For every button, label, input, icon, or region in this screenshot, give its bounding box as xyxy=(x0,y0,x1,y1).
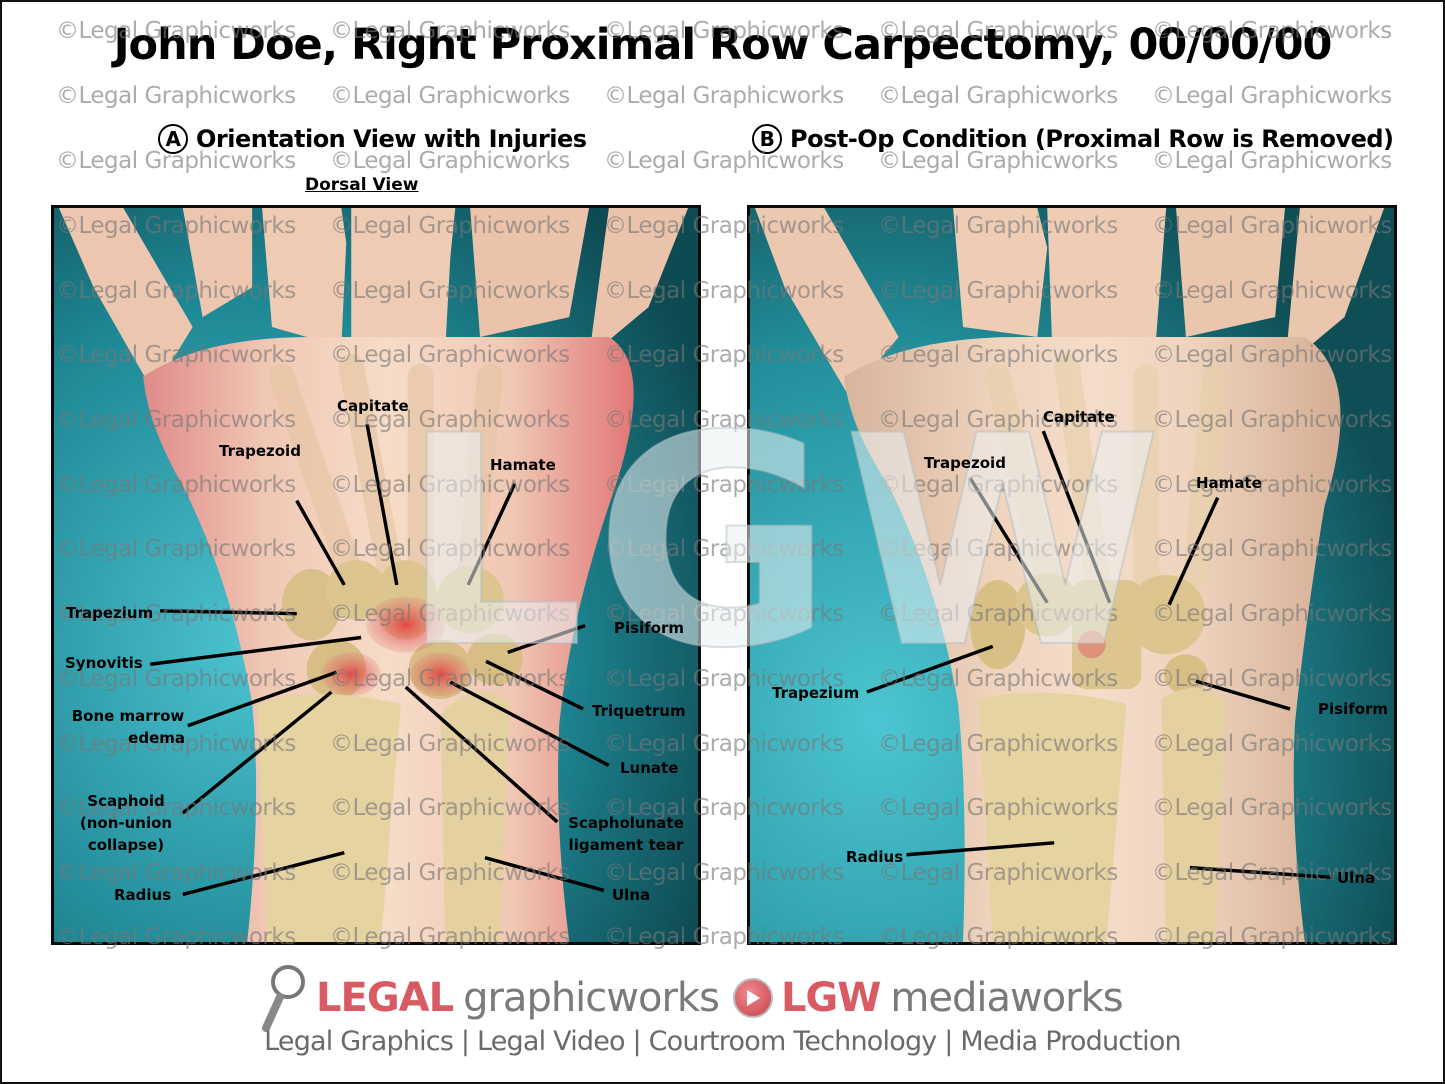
panel-b-heading: B Post-Op Condition (Proximal Row is Rem… xyxy=(752,124,1394,154)
label-a-ulna: Ulna xyxy=(612,886,651,904)
label-a-hamate: Hamate xyxy=(490,456,556,474)
label-b-capitate: Capitate xyxy=(1043,408,1115,426)
label-a-trapezium: Trapezium xyxy=(66,604,154,622)
panel-a-heading: A Orientation View with Injuries xyxy=(158,124,587,154)
marker-b: B xyxy=(752,124,782,154)
label-b-trapezium: Trapezium xyxy=(772,684,860,702)
play-icon xyxy=(732,978,773,1018)
hand-injury-illustration xyxy=(54,208,698,942)
label-a-radius: Radius xyxy=(114,886,172,904)
marker-a: A xyxy=(158,124,188,154)
footer-tagline: Legal Graphics | Legal Video | Courtroom… xyxy=(264,1026,1182,1057)
panel-a-title: Orientation View with Injuries xyxy=(196,125,587,153)
label-a-triquetrum: Triquetrum xyxy=(592,702,686,720)
brand-mediaworks: mediaworks xyxy=(890,975,1123,1021)
page-title: John Doe, Right Proximal Row Carpectomy,… xyxy=(113,20,1333,70)
label-a-scaphoid: Scaphoid (non-union collapse) xyxy=(79,792,173,854)
magnifier-icon xyxy=(258,962,310,1034)
label-b-pisiform: Pisiform xyxy=(1318,700,1389,718)
brand-legal: LEGAL xyxy=(316,975,454,1021)
label-a-pisiform: Pisiform xyxy=(614,619,685,637)
label-a-bone-marrow-edema: Bone marrow edema xyxy=(71,707,185,747)
label-a-trapezoid: Trapezoid xyxy=(219,442,301,460)
label-a-scapholunate-tear: Scapholunate ligament tear xyxy=(568,814,684,854)
footer-brand: LEGAL graphicworks LGW mediaworks xyxy=(258,962,1137,1034)
brand-lgw: LGW xyxy=(780,975,881,1021)
panel-a-illustration xyxy=(51,205,701,945)
label-b-radius: Radius xyxy=(846,848,904,866)
post-op-hand-illustration xyxy=(750,208,1394,942)
dorsal-view-subheading: Dorsal View xyxy=(305,175,419,195)
label-b-ulna: Ulna xyxy=(1337,869,1376,887)
label-a-synovitis: Synovitis xyxy=(65,654,143,672)
label-a-lunate: Lunate xyxy=(620,759,679,777)
brand-graphicworks: graphicworks xyxy=(463,975,720,1021)
label-a-capitate: Capitate xyxy=(337,397,409,415)
panel-b-illustration xyxy=(747,205,1397,945)
label-b-trapezoid: Trapezoid xyxy=(924,454,1006,472)
panel-b-title: Post-Op Condition (Proximal Row is Remov… xyxy=(790,125,1394,153)
label-b-hamate: Hamate xyxy=(1196,474,1262,492)
